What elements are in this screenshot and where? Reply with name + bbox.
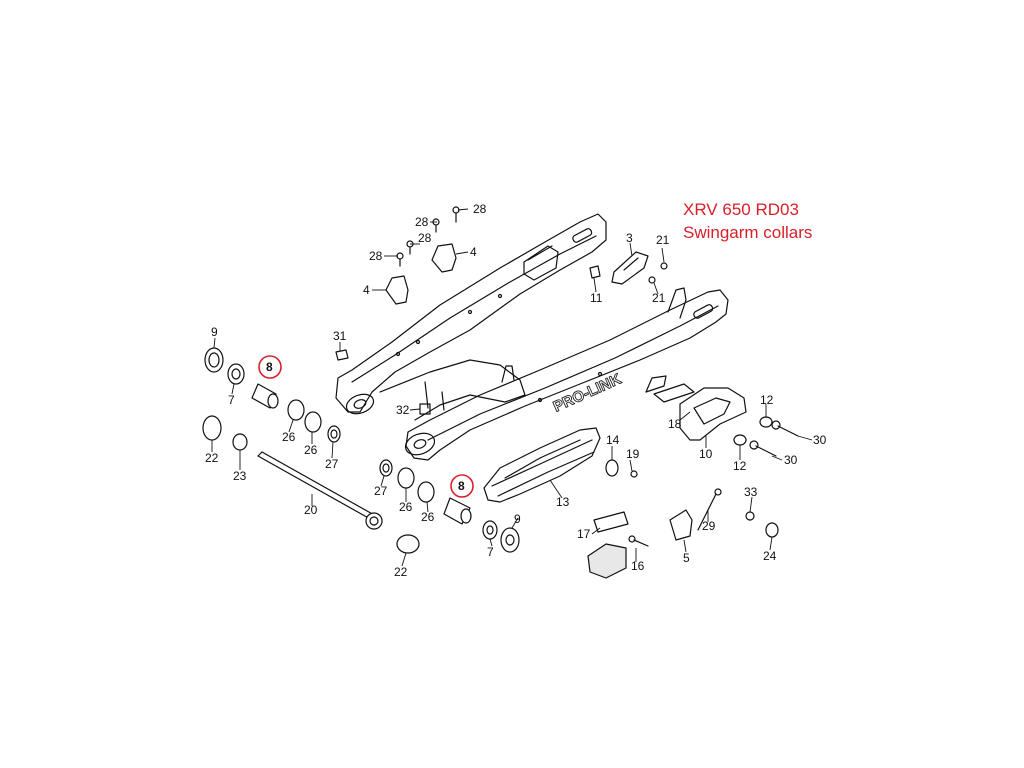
callout-21: 21 [652, 291, 666, 305]
pivot-bolt [257, 451, 383, 530]
callout-4: 4 [363, 283, 370, 297]
callout-9: 9 [211, 325, 218, 339]
subject-caption: Swingarm collars [683, 223, 813, 242]
callout-12: 12 [760, 393, 774, 407]
hose-clamps [385, 206, 460, 305]
chain-slider [483, 427, 601, 503]
callout-18: 18 [668, 417, 682, 431]
callout-23: 23 [233, 469, 247, 483]
callout-22: 22 [394, 565, 408, 579]
callout-17: 17 [577, 527, 591, 541]
decal-plate [653, 383, 695, 403]
callout-30: 30 [784, 453, 798, 467]
callout-16: 16 [631, 559, 645, 573]
callout-13: 13 [556, 495, 570, 509]
part-callouts: 28 28 28 28 4 4 3 21 21 11 31 9 7 8 32 2… [205, 202, 827, 579]
callout-10: 10 [699, 447, 713, 461]
callout-12: 12 [733, 459, 747, 473]
highlight-ring-8-left [258, 355, 282, 379]
chain-guide [679, 387, 747, 441]
callout-28: 28 [473, 202, 487, 216]
callout-28: 28 [415, 215, 429, 229]
callout-28: 28 [369, 249, 383, 263]
callout-9: 9 [514, 512, 521, 526]
callout-19: 19 [626, 447, 640, 461]
prolink-brand-label: PRO-LINK [551, 371, 624, 416]
callout-27: 27 [325, 457, 339, 471]
callout-32: 32 [396, 403, 410, 417]
small-parts [335, 251, 799, 579]
callout-26: 26 [282, 430, 296, 444]
highlight-rings [258, 355, 474, 498]
callout-31: 31 [333, 329, 347, 343]
callout-5: 5 [683, 551, 690, 565]
callout-4: 4 [470, 245, 477, 259]
callout-21: 21 [656, 233, 670, 247]
callout-26: 26 [421, 510, 435, 524]
right-bearing-stack [379, 459, 520, 554]
leader-lines [211, 208, 813, 567]
callout-14: 14 [606, 433, 620, 447]
callout-30: 30 [813, 433, 827, 447]
callout-8: 8 [266, 360, 273, 374]
callout-11: 11 [590, 291, 603, 305]
callout-8: 8 [458, 479, 465, 493]
callout-28: 28 [418, 231, 432, 245]
callout-26: 26 [399, 500, 413, 514]
model-caption: XRV 650 RD03 [683, 200, 799, 219]
callout-24: 24 [763, 549, 777, 563]
callout-22: 22 [205, 451, 219, 465]
callout-27: 27 [374, 484, 388, 498]
callout-7: 7 [487, 545, 494, 559]
callout-3: 3 [626, 231, 633, 245]
callout-26: 26 [304, 443, 318, 457]
highlight-ring-8-right [450, 474, 474, 498]
callout-33: 33 [744, 485, 758, 499]
callout-7: 7 [228, 393, 235, 407]
callout-20: 20 [304, 503, 318, 517]
callout-29: 29 [702, 519, 716, 533]
